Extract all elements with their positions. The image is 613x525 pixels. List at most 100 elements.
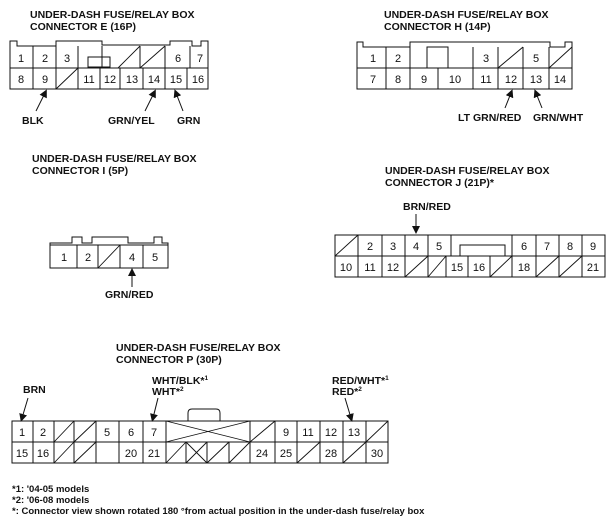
wire-color-label: GRN/RED — [105, 289, 154, 301]
connector-e-lock-tab — [87, 56, 111, 68]
pin-label: 15 — [451, 262, 463, 274]
pin-label: 1 — [61, 252, 67, 264]
wire-color-label: RED/WHT*1 — [332, 375, 389, 387]
pin-label: 11 — [364, 262, 375, 274]
pin-label: 16 — [192, 74, 204, 86]
footnote-ref: 1 — [205, 375, 209, 382]
pin-label: 7 — [151, 427, 157, 439]
wire-color-label: GRN/WHT — [533, 112, 584, 124]
pin-label: 13 — [348, 427, 360, 439]
wire-color-label: RED*2 — [332, 386, 362, 398]
wire-color-label: BRN — [23, 384, 46, 396]
pin-label: 12 — [505, 74, 517, 86]
pin-label: 8 — [18, 74, 24, 86]
pin-label: 15 — [16, 448, 28, 460]
wire-color-label: GRN — [177, 115, 200, 127]
connector-e-housing — [9, 40, 209, 90]
pin-label: 14 — [148, 74, 160, 86]
connector-j: UNDER-DASH FUSE/RELAY BOX CONNECTOR J (2… — [334, 165, 606, 278]
pin-label: 28 — [325, 448, 337, 460]
pin-label: 9 — [421, 74, 427, 86]
wire-arrow — [173, 89, 184, 112]
pin-label: 5 — [104, 427, 110, 439]
wire-color-label: WHT/BLK*1 — [152, 375, 209, 387]
pin-label: 4 — [413, 241, 419, 253]
pin-label: 7 — [370, 74, 376, 86]
pin-label: 8 — [395, 74, 401, 86]
pin-label: 16 — [473, 262, 485, 274]
pin-label: 7 — [197, 53, 203, 65]
pin-label: 25 — [280, 448, 292, 460]
wire-color-label: BRN/RED — [403, 201, 451, 213]
pin-label: 3 — [390, 241, 396, 253]
pin-label: 12 — [104, 74, 116, 86]
wire-color-label: RED/WHT* — [332, 375, 386, 387]
pin-label: 9 — [590, 241, 596, 253]
pin-label: 12 — [387, 262, 399, 274]
pin-label: 1 — [18, 53, 24, 65]
pin-label: 12 — [325, 427, 337, 439]
wire-color-label: WHT* — [152, 386, 181, 398]
wire-color-label: WHT*2 — [152, 386, 184, 398]
pin-label: 30 — [371, 448, 383, 460]
connector-e-title: UNDER-DASH FUSE/RELAY BOX — [30, 9, 195, 21]
wire-color-label: RED* — [332, 386, 359, 398]
connector-j-lock-tab — [459, 244, 506, 257]
wire-arrow — [35, 89, 47, 112]
connector-p-lock-tab — [187, 408, 221, 421]
wire-color-label: LT GRN/RED — [458, 112, 522, 124]
connector-p-title: UNDER-DASH FUSE/RELAY BOX — [116, 342, 281, 354]
wire-color-label: GRN/YEL — [108, 115, 155, 127]
pin-label: 5 — [533, 53, 539, 65]
pin-label: 3 — [483, 53, 489, 65]
footnotes: *1: '04-05 models *2: '06-08 models *: C… — [12, 484, 425, 517]
connector-h-housing — [356, 41, 573, 90]
wire-arrow — [144, 89, 156, 112]
pin-label: 2 — [42, 53, 48, 65]
pin-label: 7 — [544, 241, 550, 253]
wire-arrow — [150, 397, 159, 422]
pin-label: 18 — [518, 262, 530, 274]
pin-label: 24 — [256, 448, 268, 460]
pin-label: 6 — [175, 53, 181, 65]
footnote-ref: 1 — [385, 375, 389, 382]
pin-label: 13 — [126, 74, 138, 86]
pin-label: 2 — [395, 53, 401, 65]
pin-label: 16 — [37, 448, 49, 460]
pin-label: 15 — [170, 74, 182, 86]
connector-i-subtitle: CONNECTOR I (5P) — [32, 165, 128, 177]
pin-label: 6 — [521, 241, 527, 253]
wire-arrow — [344, 397, 354, 422]
footnote: *1: '04-05 models — [12, 484, 89, 495]
connector-p: UNDER-DASH FUSE/RELAY BOX CONNECTOR P (3… — [11, 342, 389, 464]
pin-label: 8 — [567, 241, 573, 253]
pin-label: 2 — [85, 252, 91, 264]
connector-e-subtitle: CONNECTOR E (16P) — [30, 21, 136, 33]
wire-arrow — [504, 89, 514, 109]
connector-i-title: UNDER-DASH FUSE/RELAY BOX — [32, 153, 197, 165]
pin-label: 10 — [340, 262, 352, 274]
footnote-ref: 2 — [358, 386, 362, 393]
pin-label: 5 — [436, 241, 442, 253]
pin-label: 21 — [148, 448, 160, 460]
pin-label: 13 — [530, 74, 542, 86]
pin-label: 2 — [40, 427, 46, 439]
pin-label: 11 — [480, 74, 491, 86]
pin-label: 21 — [587, 262, 599, 274]
pin-label: 1 — [19, 427, 25, 439]
pin-label: 1 — [370, 53, 376, 65]
pin-label: 11 — [83, 74, 94, 86]
pin-label: 4 — [129, 252, 135, 264]
connector-i-housing — [49, 236, 169, 269]
pin-label: 6 — [128, 427, 134, 439]
wire-color-label: WHT/BLK* — [152, 375, 205, 387]
footnote: *: Connector view shown rotated 180 °fro… — [12, 506, 425, 517]
pin-label: 9 — [283, 427, 289, 439]
wire-color-label: BLK — [22, 115, 44, 127]
connector-h-subtitle: CONNECTOR H (14P) — [384, 21, 491, 33]
wire-arrow — [19, 397, 29, 422]
footnote: *2: '06-08 models — [12, 495, 89, 506]
pin-label: 10 — [449, 74, 461, 86]
